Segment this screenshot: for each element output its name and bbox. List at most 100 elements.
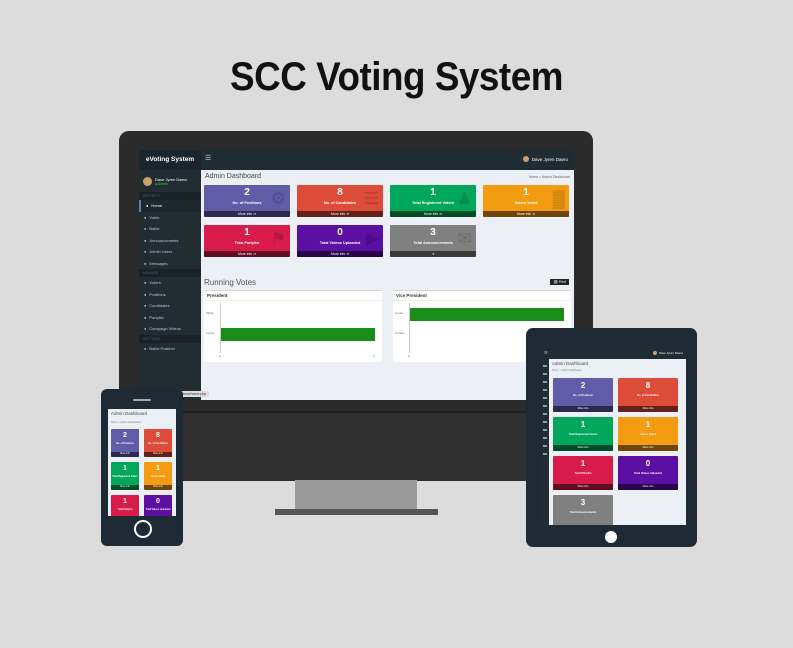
more-info-link[interactable]: More info bbox=[553, 406, 613, 412]
y-axis-line bbox=[409, 303, 410, 353]
hamburger-menu-icon[interactable]: ☰ bbox=[205, 155, 212, 162]
stat-label: Total Announcements bbox=[413, 241, 453, 245]
stat-value: 1 bbox=[244, 227, 250, 238]
more-info-link[interactable]: More info bbox=[144, 452, 172, 457]
tablet-user-menu[interactable]: Dave Jyren Daero bbox=[652, 351, 683, 355]
more-info-link[interactable]: More info ➔ bbox=[483, 211, 569, 217]
sidebar-header-reports: REPORTS bbox=[139, 192, 201, 200]
more-info-link[interactable]: More info bbox=[553, 445, 613, 451]
brand-logo[interactable]: eVoting System bbox=[139, 150, 201, 170]
sidebar-item-ballot[interactable]: ●Ballot bbox=[139, 223, 201, 235]
more-info-link[interactable]: More info bbox=[111, 452, 139, 457]
cog-icon: ● bbox=[144, 345, 147, 351]
stat-label: Total Videos Uploaded bbox=[145, 509, 171, 511]
sidebar-item-admin-users[interactable]: ●Admin Users bbox=[139, 246, 201, 258]
sidebar-item-candidates[interactable]: ●Candidates bbox=[139, 300, 201, 312]
bullhorn-icon: ● bbox=[144, 237, 147, 243]
stat-value: 8 bbox=[645, 381, 651, 390]
chart-bar bbox=[410, 308, 564, 321]
sidebar-item-announcements[interactable]: ●Announcements bbox=[139, 235, 201, 247]
stat-value: 1 bbox=[580, 420, 586, 429]
tablet-navbar: ☰ Dave Jyren Daero bbox=[541, 349, 686, 359]
sidebar-item-votes[interactable]: ●Votes bbox=[139, 212, 201, 224]
more-info-link[interactable]: More info ➔ bbox=[297, 251, 383, 257]
stat-label: Total Registered Voters bbox=[411, 201, 455, 205]
stat-watermark-icon: ▶ bbox=[365, 229, 379, 248]
print-button[interactable]: 🖨 Print bbox=[550, 279, 569, 285]
phone-speaker bbox=[133, 399, 151, 401]
stat-label: Total Registered Voters bbox=[112, 476, 138, 478]
x-tick-label: 0 bbox=[219, 354, 221, 358]
more-info-link[interactable]: More info bbox=[618, 445, 678, 451]
stat-value: 8 bbox=[337, 187, 343, 198]
more-info-link[interactable]: More info ➔ bbox=[297, 211, 383, 217]
stat-label: Total Partylist bbox=[117, 509, 133, 511]
more-info-link[interactable]: More info bbox=[553, 484, 613, 490]
stat-value: 1 bbox=[580, 459, 586, 468]
sidebar-item-label: Ballot Position bbox=[149, 345, 175, 351]
phone-home-button[interactable] bbox=[134, 520, 152, 538]
more-info-link[interactable]: More info bbox=[111, 485, 139, 490]
chart-bar bbox=[221, 328, 375, 341]
more-info-link[interactable]: More info ➔ bbox=[204, 211, 290, 217]
more-info-link[interactable]: More info bbox=[618, 484, 678, 490]
page-headline: SCC Voting System bbox=[230, 55, 563, 99]
sidebar-item-label: Admin Users bbox=[149, 249, 173, 254]
stat-watermark-icon: ⚑ bbox=[270, 229, 286, 248]
more-info-link[interactable]: More info bbox=[144, 485, 172, 490]
profile-name: Dave Jyren Daero bbox=[155, 176, 188, 182]
breadcrumb-home[interactable]: Home bbox=[528, 175, 539, 179]
stat-value: 8 bbox=[156, 432, 160, 439]
stat-value: 0 bbox=[156, 498, 160, 505]
sidebar-item-label: Home bbox=[151, 203, 163, 208]
stat-watermark-icon: ⚙ bbox=[270, 189, 286, 208]
stat-value: 0 bbox=[337, 227, 343, 238]
more-info-link[interactable]: ➔ bbox=[390, 251, 476, 257]
stat-label: Voters Voted bbox=[151, 476, 165, 478]
sidebar-item-positions[interactable]: ●Positions bbox=[139, 289, 201, 301]
sidebar-item-ballot-position[interactable]: ●Ballot Position bbox=[139, 343, 201, 355]
sidebar-profile: Dave Jyren Daero ● Admin bbox=[139, 170, 201, 192]
stat-watermark-icon: ♟ bbox=[456, 189, 472, 208]
sidebar-item-voters[interactable]: ●Voters bbox=[139, 277, 201, 289]
home-icon: ● bbox=[146, 203, 149, 208]
more-info-link[interactable]: More info ➔ bbox=[204, 251, 290, 257]
tablet-breadcrumb: Home > Admin Dashboard bbox=[552, 369, 582, 372]
sidebar-item-home[interactable]: ●Home bbox=[139, 200, 201, 212]
sidebar-item-label: Voters bbox=[149, 280, 161, 285]
stat-value: 2 bbox=[580, 381, 586, 390]
tablet-hamburger-icon[interactable]: ☰ bbox=[544, 350, 548, 355]
category-label: Lucas bbox=[206, 331, 215, 335]
more-info-link[interactable]: More info bbox=[618, 406, 678, 412]
sidebar-item-messages[interactable]: ●Messages bbox=[139, 258, 201, 270]
desktop-screen: eVoting System ☰ Dave Jyren Daero Dave J… bbox=[139, 150, 574, 400]
more-info-link[interactable]: More info ➔ bbox=[390, 211, 476, 217]
monitor-chin bbox=[119, 411, 593, 481]
user-menu[interactable]: Dave Jyren Daero bbox=[522, 156, 568, 162]
sidebar-header-settings: SETTINGS bbox=[139, 334, 201, 343]
profile-status: ● Admin bbox=[155, 181, 168, 186]
sidebar-item-label: Candidates bbox=[149, 303, 170, 308]
top-navbar: eVoting System ☰ Dave Jyren Daero bbox=[139, 150, 574, 170]
profile-avatar bbox=[143, 176, 152, 186]
stat-value: 1 bbox=[430, 187, 436, 198]
y-axis-line bbox=[220, 303, 221, 353]
sidebar-item-label: Announcements bbox=[149, 237, 179, 243]
sidebar-item-campaign-videos[interactable]: ●Campaign Videos bbox=[139, 323, 201, 335]
tablet-home-button[interactable] bbox=[605, 531, 617, 543]
sidebar-item-label: Partylist bbox=[149, 314, 164, 320]
stat-value: 3 bbox=[430, 227, 436, 238]
sidebar-item-label: Messages bbox=[149, 260, 168, 266]
stat-label: No. of Candidates bbox=[636, 394, 660, 397]
sidebar-item-partylist[interactable]: ●Partylist bbox=[139, 312, 201, 324]
